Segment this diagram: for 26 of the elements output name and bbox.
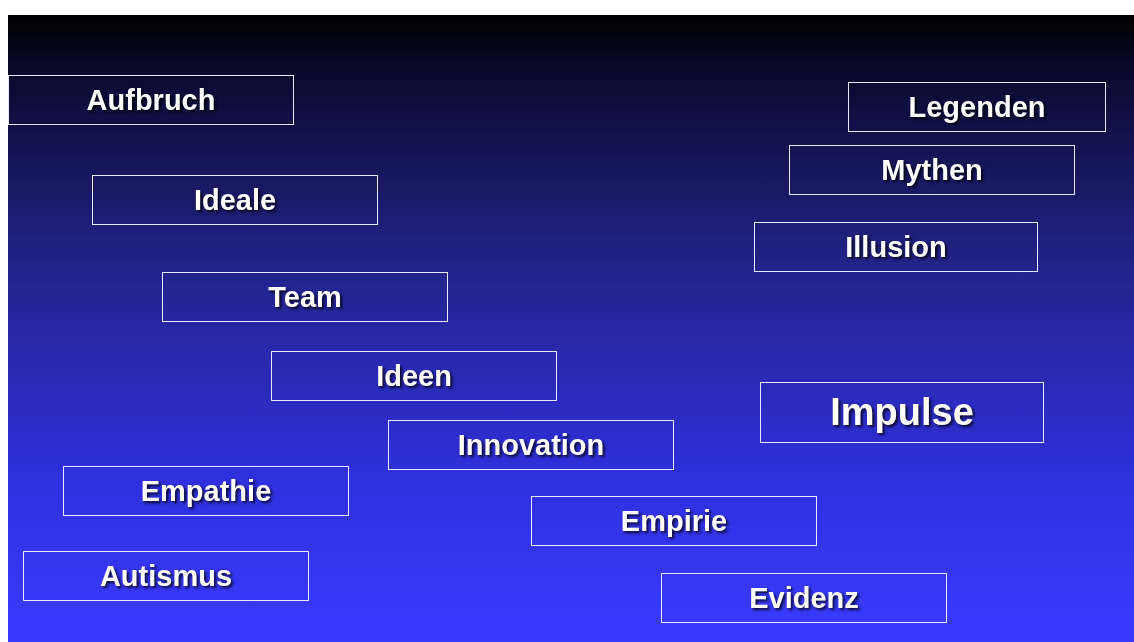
box-label: Innovation bbox=[457, 428, 605, 462]
outlined-box bbox=[63, 466, 349, 516]
outlined-box bbox=[760, 382, 1044, 443]
box-label: Empirie bbox=[620, 504, 728, 538]
outlined-box bbox=[661, 573, 947, 623]
box-label: Legenden bbox=[908, 90, 1046, 124]
box-label: Team bbox=[268, 280, 342, 314]
box-label: Ideen bbox=[376, 359, 452, 393]
box-label: Empathie bbox=[140, 474, 272, 508]
outlined-box bbox=[848, 82, 1106, 132]
box-label: Aufbruch bbox=[86, 83, 216, 117]
outlined-box bbox=[23, 551, 309, 601]
outlined-box bbox=[531, 496, 817, 546]
box-label: Autismus bbox=[99, 559, 233, 593]
outlined-box bbox=[92, 175, 378, 225]
box-label: Mythen bbox=[881, 153, 983, 187]
outlined-box bbox=[8, 75, 294, 125]
box-label: Impulse bbox=[830, 391, 974, 434]
outlined-box bbox=[162, 272, 448, 322]
outlined-box bbox=[271, 351, 557, 401]
outlined-box bbox=[388, 420, 674, 470]
outlined-box bbox=[754, 222, 1038, 272]
box-label: Evidenz bbox=[749, 581, 859, 615]
box-label: Ideale bbox=[193, 183, 277, 217]
box-label: Illusion bbox=[845, 230, 947, 264]
outlined-box bbox=[789, 145, 1075, 195]
